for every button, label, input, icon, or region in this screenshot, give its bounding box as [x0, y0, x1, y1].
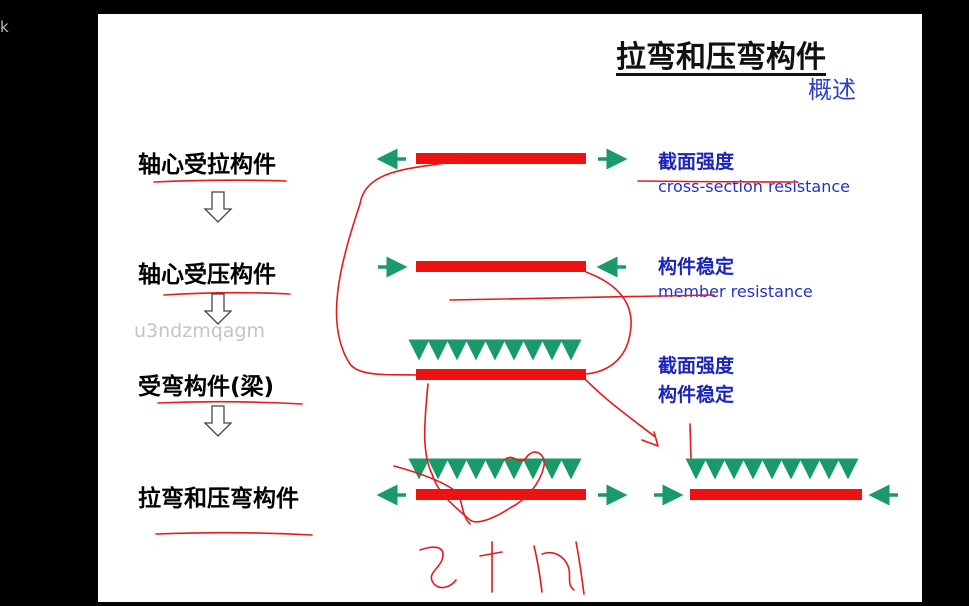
ink-drop-line: [689, 423, 692, 459]
label-member-resistance: member resistance: [658, 282, 813, 301]
member-label-bending: 受弯构件(梁): [138, 374, 275, 400]
slide-subtitle: 概述: [808, 76, 856, 104]
ink-note-stroke-1: [419, 546, 457, 589]
beam-beam-column-compression: [690, 489, 862, 500]
down-arrow-icon: [203, 191, 233, 223]
member-label-axial-compression: 轴心受压构件: [138, 262, 276, 288]
ink-scribble-left: [423, 383, 545, 523]
diagram-canvas: [153, 148, 898, 595]
beam-axial-tension: [416, 153, 586, 164]
underline-cross-section: [637, 180, 799, 183]
handwritten-annotations: [153, 158, 799, 595]
load-arrows-bending: [408, 339, 582, 361]
beam-bending: [416, 369, 586, 380]
ink-arrow-head: [641, 431, 659, 447]
ink-arrow-to-beam-column: [585, 379, 655, 437]
down-arrow-icon: [203, 405, 233, 437]
underline-axial-tension: [153, 179, 287, 183]
slide-title: 拉弯和压弯构件: [616, 40, 826, 75]
label-member-stability: 构件稳定: [658, 256, 735, 278]
left-edge-mark: k: [0, 18, 9, 36]
load-arrows-beam-column-left: [408, 458, 582, 480]
member-label-beam-column: 拉弯和压弯构件: [138, 486, 299, 512]
down-arrow-icons: [203, 191, 233, 437]
load-arrows-beam-column-right: [685, 458, 859, 480]
watermark: u3ndzmqagm: [134, 320, 265, 342]
beam-axial-compression: [416, 261, 586, 272]
underline-bending: [157, 400, 303, 405]
member-label-axial-tension: 轴心受拉构件: [138, 152, 276, 178]
ink-loop-connector: [335, 158, 467, 376]
slide: 拉弯和压弯构件 概述 轴心受拉构件 轴心受压构件 受弯构件(梁) 拉弯和压弯构件…: [98, 14, 922, 602]
down-arrow-icon: [203, 293, 233, 325]
ink-loop-right: [585, 271, 632, 375]
beams: [416, 153, 862, 500]
axial-force-arrows: [376, 148, 898, 506]
label-cross-section-strength: 截面强度: [658, 151, 735, 173]
ink-scribble-mid: [393, 465, 471, 525]
underline-beam-column: [155, 531, 313, 536]
distributed-load-arrows: [408, 339, 859, 480]
ink-note-stroke-3: [533, 541, 585, 595]
label-bending-stability: 构件稳定: [658, 384, 735, 406]
label-bending-strength: 截面强度: [658, 355, 735, 377]
beam-beam-column-tension: [416, 489, 586, 500]
ink-note-stroke-2: [479, 541, 503, 593]
underline-axial-compression: [163, 291, 291, 296]
underline-member-resistance: [449, 294, 715, 301]
